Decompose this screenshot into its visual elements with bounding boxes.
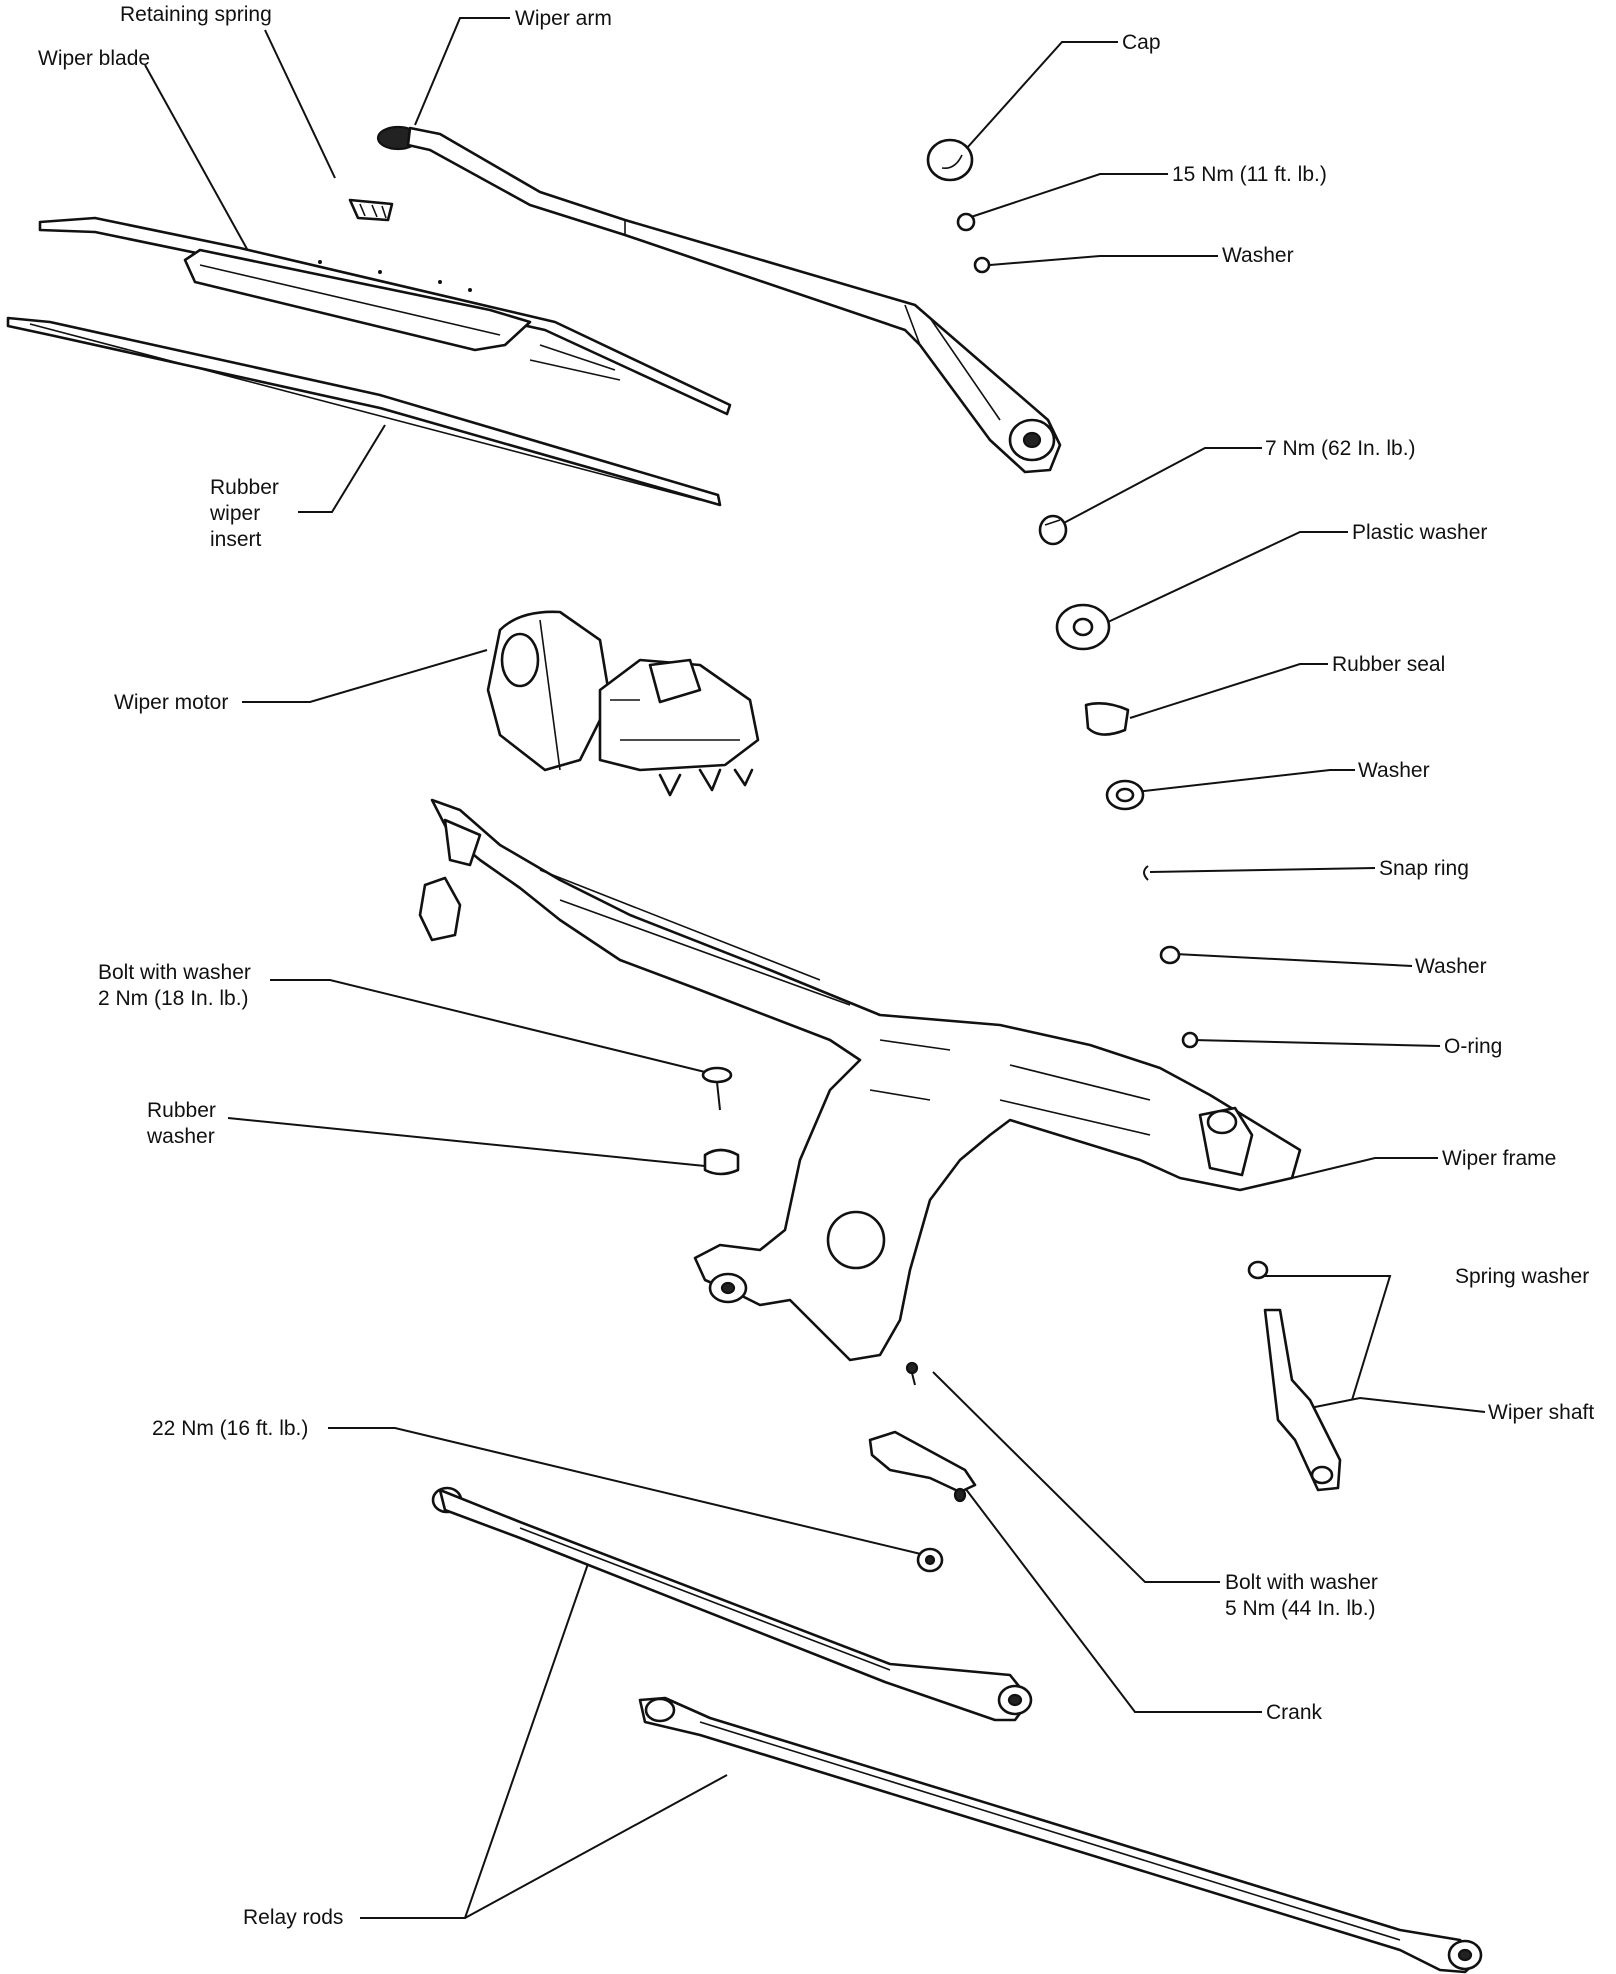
spring-washer-part	[1247, 1260, 1269, 1280]
label-spring-washer: Spring washer	[1455, 1265, 1590, 1288]
label-rubber-seal: Rubber seal	[1332, 653, 1446, 676]
label-rubber-washer: Rubber washer	[147, 1099, 216, 1148]
label-bolt-washer-5nm: Bolt with washer 5 Nm (44 In. lb.)	[1225, 1571, 1378, 1620]
bolt-washer-2nm-part	[701, 1066, 733, 1111]
label-wiper-blade: Wiper blade	[38, 47, 151, 70]
label-bolt-washer-2nm: Bolt with washer 2 Nm (18 In. lb.)	[98, 961, 251, 1010]
cap-part	[926, 138, 974, 182]
label-wiper-arm: Wiper arm	[515, 7, 612, 30]
label-o-ring: O-ring	[1444, 1035, 1503, 1058]
relay-rod-lower-part	[638, 1696, 1483, 1974]
bolt-washer-5nm-part	[905, 1361, 919, 1386]
label-retaining-spring: Retaining spring	[120, 3, 272, 26]
washer-part	[973, 256, 991, 274]
wiper-shaft-part	[1263, 1308, 1342, 1492]
rubber-wiper-insert-part	[6, 316, 722, 507]
label-wiper-frame: Wiper frame	[1442, 1147, 1557, 1170]
nut-15nm	[956, 212, 976, 232]
wiper-motor-part	[486, 610, 760, 797]
nut-22nm-part	[916, 1547, 944, 1573]
snap-ring-part	[1143, 865, 1149, 881]
label-torque-7nm: 7 Nm (62 In. lb.)	[1265, 437, 1416, 460]
label-torque-15nm: 15 Nm (11 ft. lb.)	[1172, 163, 1327, 186]
label-snap-ring: Snap ring	[1379, 857, 1469, 880]
retaining-spring-part	[348, 198, 394, 222]
relay-rod-upper-part	[431, 1486, 1033, 1722]
label-plastic-washer: Plastic washer	[1352, 521, 1488, 544]
label-wiper-shaft: Wiper shaft	[1488, 1401, 1595, 1424]
label-cap: Cap	[1122, 31, 1161, 54]
crank-part	[868, 1430, 977, 1503]
leader-lines	[144, 17, 1486, 1919]
hardware-stack	[926, 138, 1269, 1280]
o-ring-part	[1181, 1031, 1199, 1049]
label-washer-mid: Washer	[1358, 759, 1430, 782]
label-rubber-wiper-insert: Rubber wiper insert	[210, 476, 279, 551]
label-washer-top: Washer	[1222, 244, 1294, 267]
washer-low-part	[1159, 945, 1181, 965]
label-wiper-motor: Wiper motor	[114, 691, 229, 714]
wiper-blade-part	[38, 216, 732, 416]
label-relay-rods: Relay rods	[243, 1906, 344, 1929]
wiper-frame-part	[418, 798, 1302, 1362]
rubber-washer-part	[703, 1148, 740, 1176]
wiper-arm-part	[376, 125, 1062, 474]
nut-7nm	[1038, 514, 1068, 546]
label-washer-low: Washer	[1415, 955, 1487, 978]
rubber-seal-part	[1084, 702, 1130, 736]
label-crank: Crank	[1266, 1701, 1323, 1724]
label-torque-22nm: 22 Nm (16 ft. lb.)	[152, 1417, 309, 1440]
